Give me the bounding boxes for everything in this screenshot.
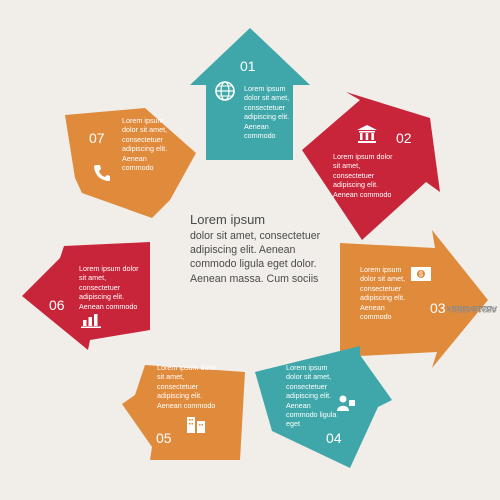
globe-icon [215, 81, 235, 101]
step-2-number: 02 [396, 130, 412, 146]
step-3-arrow [340, 230, 488, 368]
step-6-arrow [22, 242, 150, 350]
center-title: Lorem ipsum [190, 212, 266, 227]
stock-id-number: #83124456 [451, 304, 497, 314]
step-3-text: Lorem ipsum dolor sit amet, consectetuer… [360, 265, 406, 322]
buildings-icon [187, 417, 205, 433]
people-icon [337, 395, 355, 411]
step-4-arrow [255, 346, 392, 468]
step-2-arrow [302, 92, 440, 240]
bank-icon [357, 125, 377, 143]
step-5-text: Lorem ipsum dolor sit amet, consectetuer… [157, 363, 217, 410]
step-2-text: Lorem ipsum dolor sit amet, consectetuer… [333, 152, 393, 199]
step-6-text: Lorem ipsum dolor sit amet, consectetuer… [79, 264, 139, 311]
step-3-number: 03 [430, 300, 446, 316]
step-1-arrow [190, 28, 310, 160]
center-body: dolor sit amet, consectetuer adipiscing … [190, 230, 321, 285]
step-7-text: Lorem ipsum dolor sit amet, consectetuer… [122, 116, 168, 173]
stock-id: Adobe Stock #83124456 [446, 300, 497, 496]
step-6-number: 06 [49, 297, 65, 313]
svg-text:$: $ [419, 272, 423, 279]
step-5-number: 05 [156, 430, 172, 446]
bar-chart-icon [81, 314, 101, 328]
step-4-text: Lorem ipsum dolor sit amet, consectetuer… [286, 363, 337, 429]
step-7-number: 07 [89, 130, 105, 146]
step-1-number: 01 [240, 58, 256, 74]
step-7-arrow [65, 108, 196, 218]
step-5-arrow [122, 365, 245, 460]
phone-icon [94, 165, 110, 181]
step-4-number: 04 [326, 430, 342, 446]
center-text-block: Lorem ipsum dolor sit amet, consectetuer… [190, 212, 340, 286]
step-1-text: Lorem ipsum dolor sit amet, consectetuer… [244, 84, 290, 141]
money-icon: $ [411, 267, 431, 281]
